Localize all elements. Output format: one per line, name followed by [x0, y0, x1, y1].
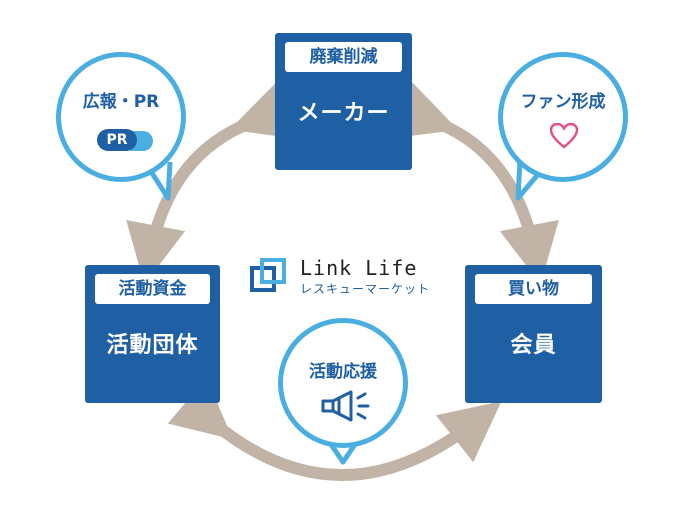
- arrow-maker-group: [126, 81, 297, 285]
- activity-label: 活動応援: [309, 362, 377, 382]
- speech-bubbles-icon: PR: [97, 129, 137, 151]
- fan-label: ファン形成: [520, 92, 606, 112]
- group-tag: 活動資金: [95, 274, 210, 304]
- group-name: 活動団体: [106, 333, 199, 358]
- member-tag: 買い物: [475, 274, 592, 304]
- megaphone-icon: [321, 390, 370, 422]
- heart-icon: [550, 123, 578, 149]
- pr-label: 広報・PR: [82, 92, 160, 112]
- node-group: 活動資金 活動団体: [85, 265, 220, 403]
- arrow-group-member: [167, 377, 502, 481]
- arrow-maker-member: [391, 81, 559, 285]
- maker-name: メーカー: [297, 101, 390, 126]
- maker-tag: 廃棄削減: [285, 42, 402, 72]
- logo-subtitle: レスキューマーケット: [300, 282, 431, 296]
- node-member: 買い物 会員: [465, 265, 602, 403]
- member-name: 会員: [510, 333, 557, 358]
- bubble-pr: 広報・PR PR: [56, 52, 186, 182]
- bubble-activity: 活動応援: [278, 318, 408, 448]
- link-life-logo: Link Life レスキューマーケット: [250, 256, 450, 296]
- logo-title: Link Life: [300, 256, 418, 280]
- bubble-fan: ファン形成: [498, 52, 628, 182]
- link-life-logo-icon: [250, 258, 286, 292]
- node-maker: 廃棄削減 メーカー: [275, 33, 412, 170]
